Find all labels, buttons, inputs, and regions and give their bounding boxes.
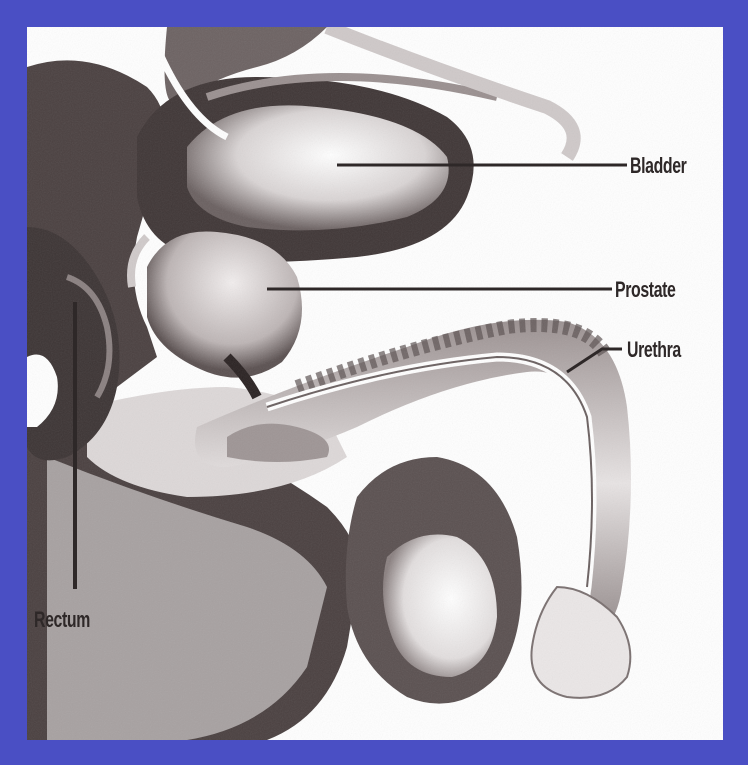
- rectum-label: Rectum: [34, 607, 90, 633]
- anatomy-illustration: [27, 27, 723, 740]
- urethra-label: Urethra: [627, 337, 681, 363]
- prostate-label: Prostate: [615, 277, 676, 303]
- bladder-label: Bladder: [630, 153, 686, 179]
- anatomy-diagram: Bladder Prostate Urethra Rectum: [27, 27, 723, 740]
